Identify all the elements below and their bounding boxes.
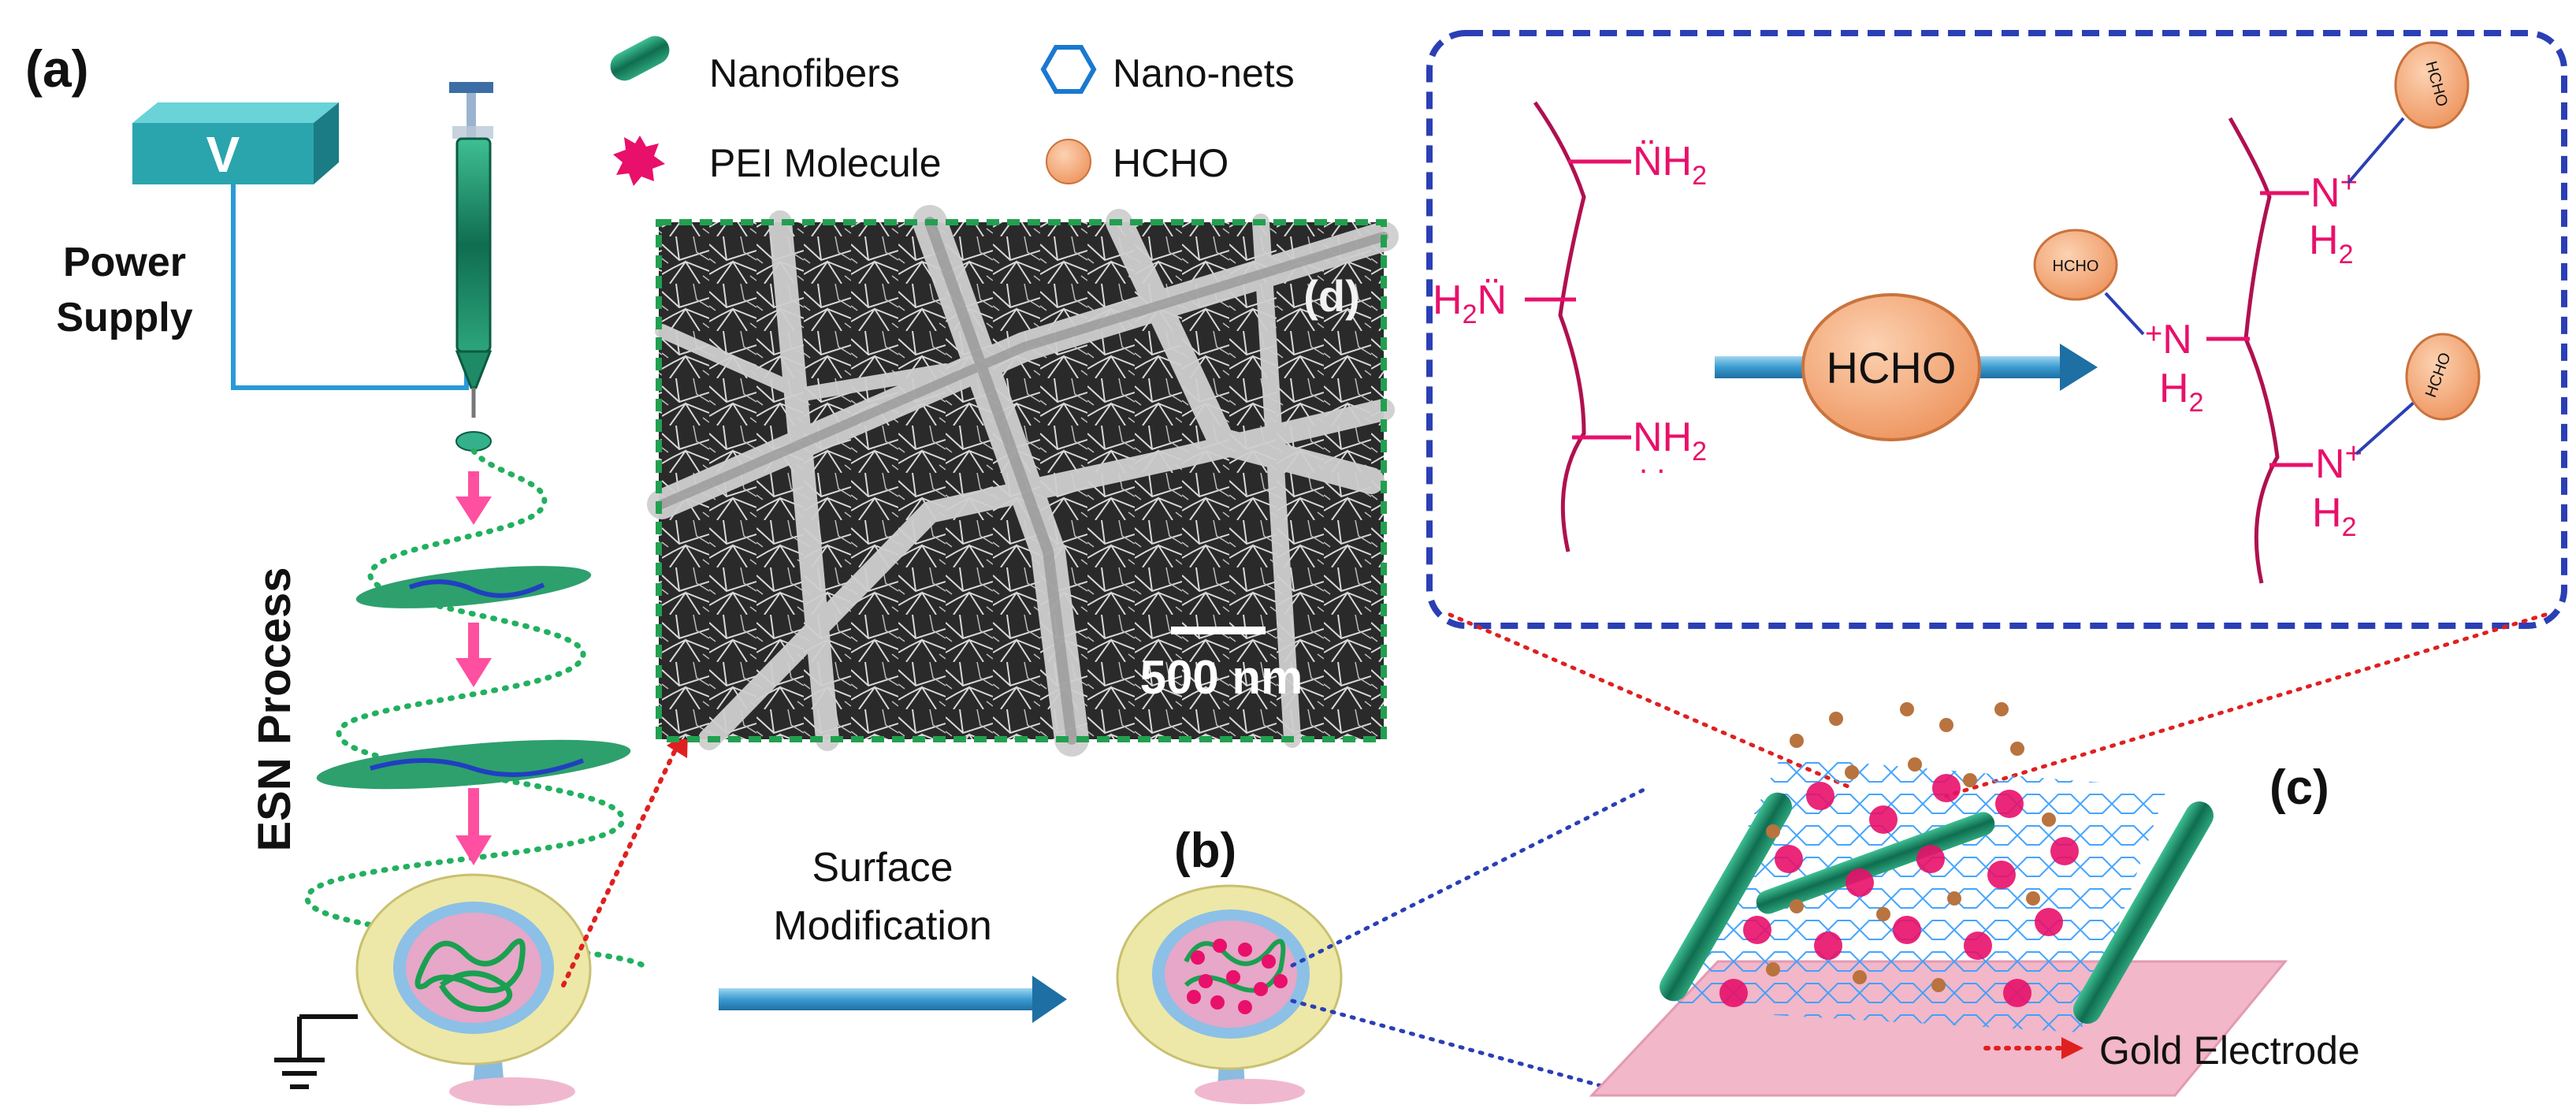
surface-modification-arrow [719, 976, 1067, 1023]
nanofiber-legend-icon [610, 35, 670, 81]
collector-dish [355, 873, 592, 1106]
chem-h2-top: H2 [2309, 218, 2353, 270]
hcho-legend-icon [1046, 139, 1091, 184]
chem-h2-bottom: H2 [2312, 490, 2356, 542]
legend: Nanofibers Nano-nets PEI Molecule HCHO [610, 35, 1295, 186]
whipping-fiber-disc [316, 739, 631, 790]
surface-label-line2: Modification [773, 903, 991, 949]
nanonet-layer [1663, 757, 2167, 1032]
esn-process-label: ESN Process [249, 567, 300, 851]
chem-lone-pair-bottom: . . [1639, 445, 1665, 480]
legend-nanofibers: Nanofibers [709, 51, 900, 95]
reaction-reagent: HCHO [1827, 343, 1957, 392]
chem-h2-mid: H2 [2159, 366, 2203, 418]
sem-image: (d) 500 nm [647, 205, 1399, 757]
power-label-line1: Power [63, 240, 186, 285]
chem-nh2-top: N̈H2 [1633, 139, 1707, 191]
pei-legend-icon [613, 136, 665, 186]
scale-bar-label: 500 nm [1140, 651, 1303, 704]
panel-b-label: (b) [1174, 824, 1236, 878]
surface-label-line1: Surface [812, 845, 953, 891]
legend-hcho: HCHO [1113, 141, 1229, 185]
jet-direction-arrows [455, 471, 492, 943]
voltage-symbol: V [206, 126, 240, 183]
ground-icon [274, 1014, 358, 1089]
nanonet-legend-icon [1040, 45, 1097, 94]
power-label-line2: Supply [56, 295, 192, 340]
nanofiber-rods [1660, 792, 2214, 1024]
chem-nh2-plus-top: N+ [2310, 166, 2358, 216]
zoom-line-upper [1290, 786, 1649, 968]
sem-frame [656, 219, 1387, 742]
hcho-reagent-bubble [1801, 293, 1981, 441]
reaction-frame [1426, 30, 2567, 629]
modified-dish [1116, 884, 1343, 1104]
hcho-particles [1766, 702, 2056, 992]
whipping-fiber-disc [355, 566, 592, 608]
gold-electrode-pointer-head [2061, 1037, 2083, 1059]
sem-pointer [561, 742, 680, 987]
pei-molecules [1719, 774, 2079, 1007]
legend-pei: PEI Molecule [709, 141, 942, 185]
pei-chain-right: N+ H2 +N H2 N+ H2 [2104, 117, 2416, 584]
legend-nanonets: Nano-nets [1113, 51, 1295, 95]
bound-hcho: HCHO [2394, 41, 2470, 129]
bound-hcho: HCHO [2405, 333, 2481, 421]
bound-hcho: HCHO [2033, 229, 2118, 301]
chem-nh2-plus-mid: +N [2145, 317, 2192, 363]
zoom-line-right [1944, 612, 2548, 798]
zoom-line-left [1448, 612, 1854, 790]
panel-c-label: (c) [2269, 761, 2329, 815]
syringe-icon [449, 82, 493, 452]
power-supply-box: V [132, 102, 339, 184]
panel-a-label: (a) [25, 39, 89, 98]
pei-chain-left: N̈H2 NH2 . . H2N̈ [1433, 101, 1707, 552]
gold-electrode-label: Gold Electrode [2099, 1028, 2360, 1073]
panel-d-label: (d) [1303, 271, 1360, 321]
zoom-line-lower [1290, 999, 1610, 1090]
chem-h2n-left: H2N̈ [1433, 277, 1507, 329]
chem-nh2-plus-bottom: N+ [2315, 437, 2362, 487]
svg-text:HCHO: HCHO [2053, 258, 2099, 275]
power-wire [231, 184, 469, 390]
electrospinning-jet [304, 448, 649, 973]
